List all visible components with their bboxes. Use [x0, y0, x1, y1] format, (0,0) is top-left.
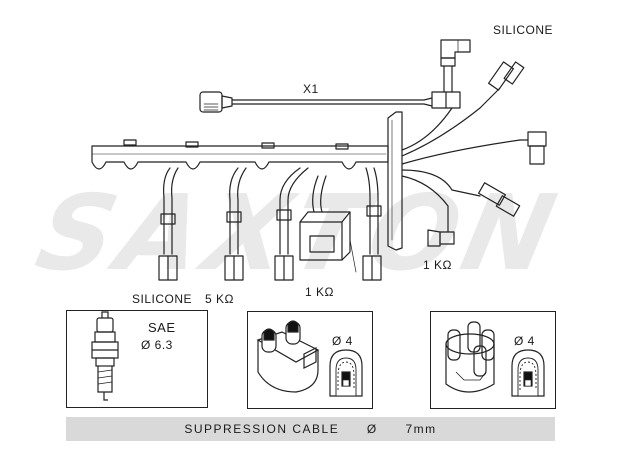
- plug-type-label: SAE: [148, 320, 176, 335]
- distributor-cap-illustration: [445, 321, 495, 393]
- cable-type-label: SUPPRESSION CABLE: [184, 422, 340, 436]
- spark-plug-illustration: [91, 311, 119, 401]
- right-angle-connector: [427, 229, 441, 247]
- resistance-5k-label: 5 KΩ: [205, 292, 234, 306]
- resistance-1k-right-label: 1 KΩ: [423, 258, 452, 272]
- harness-end-plate: [387, 111, 403, 251]
- cap-b-diameter-label: Ø 4: [514, 334, 535, 348]
- spark-plug-lead-2: [224, 167, 247, 281]
- plug-diameter-label: Ø 6.3: [141, 338, 173, 352]
- suppression-cable-text: SUPPRESSION CABLE Ø 7mm: [66, 417, 555, 441]
- cap-a-diameter-label: Ø 4: [332, 334, 353, 348]
- resistance-1k-mid-label: 1 KΩ: [305, 285, 334, 299]
- silicone-bottom-label: SILICONE: [132, 292, 193, 306]
- distributor-cap-panel: [430, 311, 556, 409]
- spark-plug-lead-4: [362, 167, 382, 281]
- cap-two-post-socket-section: [329, 349, 363, 397]
- cap-two-post-illustration: [256, 320, 320, 393]
- x1-cable: [231, 97, 433, 101]
- silicone-top-label: SILICONE: [493, 23, 554, 37]
- harness-rail: [91, 145, 389, 170]
- cap-two-post-panel: [247, 311, 373, 409]
- right-upper-boot: [488, 61, 514, 91]
- coil-elbow-boot: [440, 39, 471, 59]
- spark-plug-panel: [66, 310, 208, 408]
- distributor-cap-socket-section: [511, 349, 545, 397]
- right-mid-boot: [527, 131, 547, 147]
- x1-label: X1: [303, 82, 319, 96]
- cable-diameter-value: 7mm: [405, 422, 437, 436]
- distributor-socket: [299, 175, 357, 273]
- x1-elbow-boot: [199, 91, 223, 113]
- spark-plug-lead-1: [158, 167, 179, 281]
- spark-plug-lead-3: [274, 167, 309, 281]
- suppression-cable-bar: SUPPRESSION CABLE Ø 7mm: [66, 417, 555, 441]
- diameter-symbol: Ø: [366, 422, 378, 436]
- right-lower-boot: [478, 182, 506, 206]
